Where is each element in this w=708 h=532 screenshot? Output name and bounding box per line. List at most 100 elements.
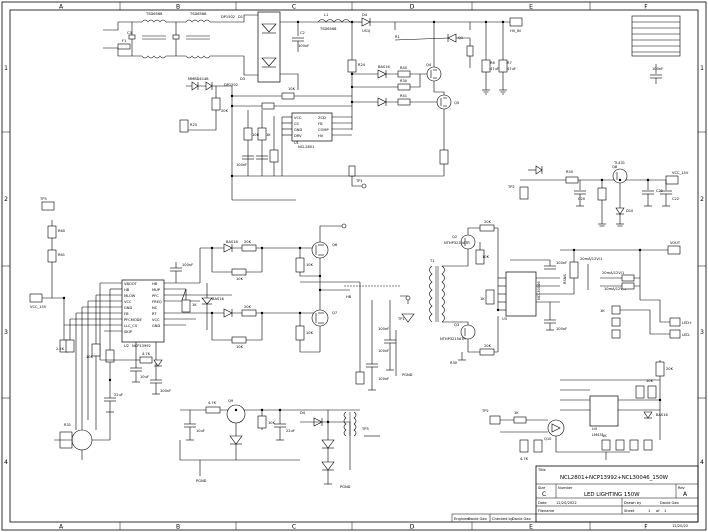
mosfet-q4	[426, 66, 442, 82]
zone-row-left-4: 4	[4, 459, 8, 466]
tb-title-value: NCL2801+NCP13992+NCL30046_150W	[560, 475, 669, 481]
label-q6: Q6	[332, 243, 338, 247]
label-hb-r4: 10K	[236, 345, 244, 349]
llc-connector	[29, 293, 43, 303]
label-d-u2: BAS16	[212, 297, 224, 301]
u1-pin-5: ZCD	[318, 116, 326, 120]
label-hb-node: HB	[346, 295, 352, 299]
label-cap-tr: 100nF	[652, 67, 663, 71]
tb-number-value: LED LIGHTING 150W	[584, 492, 640, 498]
led-minus-connector	[669, 329, 681, 339]
u1-pin-2: CS	[294, 122, 300, 126]
vcc-connector	[665, 175, 679, 185]
zone-row-right-4: 4	[700, 459, 704, 466]
label-d3: D3	[240, 77, 245, 81]
label-r6: R6	[490, 61, 495, 65]
label-fb-r4: 4.7K	[520, 457, 529, 461]
label-gnd-hb: PGND	[402, 373, 413, 377]
label-u2-r3: 1K	[192, 303, 197, 307]
u2-pin-3: MLOW	[124, 294, 136, 298]
u2-pin-16: HB	[152, 282, 158, 286]
label-c2-value: 100nF	[298, 44, 309, 48]
label-u2-r4: 4.7K	[142, 352, 151, 356]
zone-col-top-6: F	[644, 3, 648, 10]
tb-of-value: 1	[664, 509, 666, 513]
label-r61: R61	[58, 253, 65, 257]
label-u1: U1	[294, 141, 299, 145]
label-out-1: 20mA/12V/1	[580, 257, 602, 261]
label-q3-name: NTHP3215ATR	[440, 337, 466, 341]
tb-drawn-label: Drawn by	[624, 501, 642, 505]
tb-size-value: C	[542, 491, 546, 498]
label-r-u1-a: 10K	[288, 87, 296, 91]
u2-pin-10: VCC	[152, 318, 160, 322]
vout-connector	[667, 245, 681, 255]
label-u2-name: NCP13992	[132, 344, 151, 348]
u2-pin-5: GND	[124, 306, 132, 310]
regulator-q9	[226, 404, 246, 424]
u2-pin-8: LLC_CS	[124, 324, 138, 328]
label-u1-name: NCL2801	[298, 145, 314, 149]
zone-col-bottom-6: F	[644, 523, 648, 530]
label-q2-r2: 10K	[482, 255, 490, 259]
label-r7: R7	[507, 61, 512, 65]
label-bias-diode: MMBD4148	[188, 77, 209, 81]
tb-engineer-value: David Gao	[468, 517, 487, 521]
title-block: Title NCL2801+NCP13992+NCL30046_150W Siz…	[451, 465, 699, 528]
ground-symbols	[106, 84, 670, 485]
tb-rev-label: Rev	[678, 486, 686, 490]
u2-pin-15: MUP	[152, 288, 161, 292]
tb-size-label: Size	[538, 486, 546, 490]
label-u2-c4: 22uF	[114, 393, 123, 397]
label-vcc: VCC_15V	[672, 171, 689, 175]
label-r50: R50	[566, 170, 574, 174]
pfc-section: L1 TSD6568 D4 US1J HV_IN R6 R7 47uF 47uF…	[232, 13, 523, 177]
zone-row-right-1: 1	[700, 65, 704, 72]
label-bias-r: 20K	[221, 109, 229, 113]
label-fb-r2: 20K	[666, 367, 674, 371]
label-u3-name: NCL30046	[537, 281, 541, 300]
secondary-section: T1 Q2 NTHP3215ATR 20K 10K Q3 NTHP3215ATR…	[429, 220, 692, 365]
label-hb-r2: 10K	[236, 277, 244, 281]
u4-ic-body	[589, 395, 619, 427]
led-plus-connector	[669, 317, 681, 327]
label-u3-c2: 100nF	[556, 327, 567, 331]
label-llc-vcc: VCC_15V	[30, 305, 47, 309]
u1-pin-3: GND	[294, 128, 302, 132]
label-aux-r2: 10K	[268, 421, 276, 425]
label-gnd-lower: PGND	[196, 479, 207, 483]
zone-col-top-2: B	[176, 3, 180, 10]
label-q4: Q4	[426, 63, 432, 67]
label-tp1: TP1	[355, 179, 363, 183]
label-aux-tp: TP3	[361, 427, 369, 431]
label-d4-value: US1J	[362, 29, 370, 33]
label-gd-diode: BAS16	[378, 65, 390, 69]
header-connector	[631, 15, 681, 57]
fb-connector	[489, 415, 501, 425]
u2-pin-9b: GND	[152, 324, 160, 328]
label-fb-r1: 10K	[646, 379, 654, 383]
label-c2: C2	[300, 31, 305, 35]
u1-pin-8: HV	[318, 134, 324, 138]
tb-engineer-label: Engineer	[454, 517, 471, 521]
label-fb-r3: 1K	[514, 411, 519, 415]
label-u2-r1: 10K	[86, 355, 94, 359]
label-hv: HV_IN	[510, 29, 521, 33]
label-u3-r: 1K	[480, 297, 485, 301]
label-rsns: RSNS	[563, 274, 567, 284]
tb-of-label: of	[656, 509, 660, 513]
u2-pin-9: SKIP	[124, 330, 133, 334]
u1-pin-6: FB	[318, 122, 323, 126]
label-r1: R1	[395, 35, 400, 39]
u3-ic-body	[505, 271, 537, 317]
zone-row-left-2: 2	[4, 196, 8, 203]
label-q3-ref: R30	[450, 361, 458, 365]
label-q3-r: 20K	[484, 344, 492, 348]
label-hb-d1: BAS16	[226, 240, 238, 244]
zone-col-top-4: D	[410, 3, 415, 10]
label-hb-r3: 20K	[244, 305, 252, 309]
u2-pin-2: HB	[124, 288, 130, 292]
label-dp1502-a: DP1502	[221, 15, 235, 19]
